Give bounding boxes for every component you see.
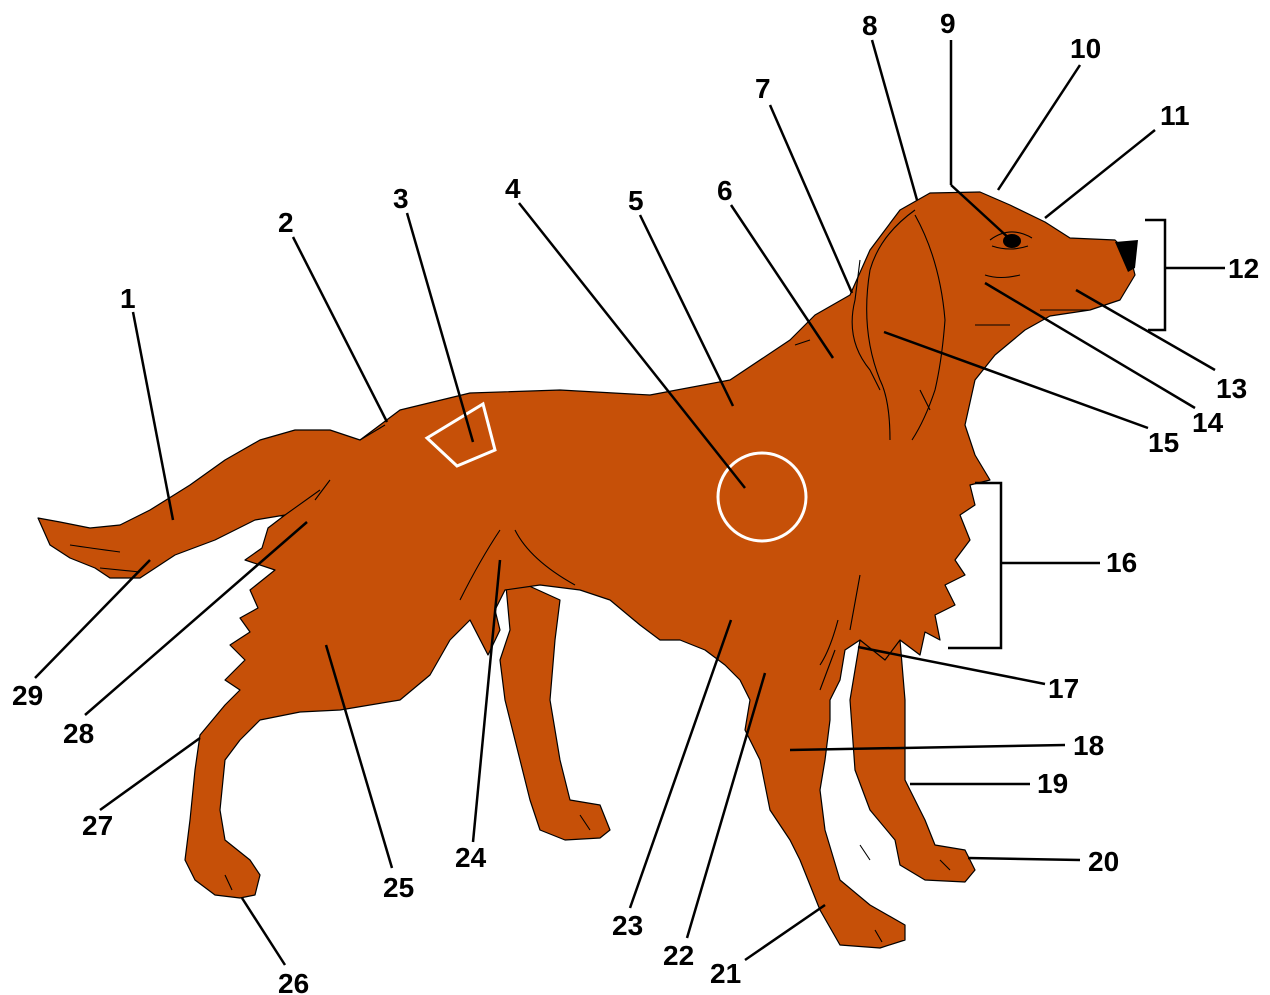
label-26: 26 (278, 968, 309, 995)
label-18: 18 (1073, 730, 1104, 761)
label-10: 10 (1070, 33, 1101, 64)
label-17: 17 (1048, 673, 1079, 704)
label-19: 19 (1037, 768, 1068, 799)
label-21: 21 (710, 958, 741, 989)
dog-figure (38, 192, 1138, 948)
label-2: 2 (278, 207, 294, 238)
label-3: 3 (393, 183, 409, 214)
label-6: 6 (717, 175, 733, 206)
leader-10 (998, 65, 1080, 190)
leader-27 (100, 738, 200, 810)
label-7: 7 (755, 73, 771, 104)
leader-11 (1045, 130, 1155, 218)
label-13: 13 (1216, 373, 1247, 404)
label-12: 12 (1228, 253, 1259, 284)
label-15: 15 (1148, 427, 1179, 458)
label-4: 4 (505, 173, 521, 204)
label-16: 16 (1106, 547, 1137, 578)
leader-5 (640, 215, 733, 406)
label-25: 25 (383, 872, 414, 903)
leader-13 (1076, 290, 1215, 370)
leader-26 (242, 898, 285, 965)
leader-29 (35, 560, 150, 678)
leader-20 (968, 858, 1080, 860)
label-8: 8 (862, 10, 878, 41)
label-9: 9 (940, 8, 956, 39)
leader-18 (790, 745, 1065, 750)
leader-23 (630, 620, 731, 908)
label-14: 14 (1192, 407, 1224, 438)
far-hind-leg (500, 575, 610, 840)
leader-6 (731, 205, 833, 358)
leader-2 (293, 237, 387, 422)
leader-1 (133, 312, 173, 520)
label-1: 1 (120, 283, 136, 314)
label-20: 20 (1088, 846, 1119, 877)
label-24: 24 (455, 842, 487, 873)
label-11: 11 (1160, 100, 1190, 131)
leader-7 (770, 105, 852, 293)
label-22: 22 (663, 940, 694, 971)
leader-21 (745, 905, 825, 960)
far-front-leg (850, 640, 975, 882)
label-27: 27 (82, 810, 113, 841)
label-28: 28 (63, 718, 94, 749)
label-5: 5 (628, 185, 644, 216)
bracket-12 (1145, 220, 1165, 330)
leader-8 (872, 40, 917, 200)
label-23: 23 (612, 910, 643, 941)
label-29: 29 (12, 680, 43, 711)
